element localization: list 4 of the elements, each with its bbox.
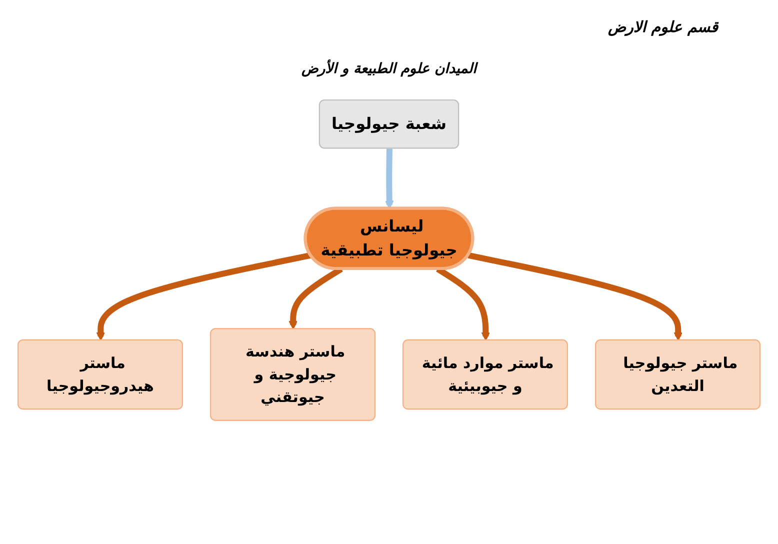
header-label: قسم علوم الارض: [608, 18, 718, 36]
arrow: [96, 252, 312, 341]
arrow: [468, 252, 683, 341]
title-text: الميدان علوم الطبيعة و الأرض: [301, 61, 477, 77]
